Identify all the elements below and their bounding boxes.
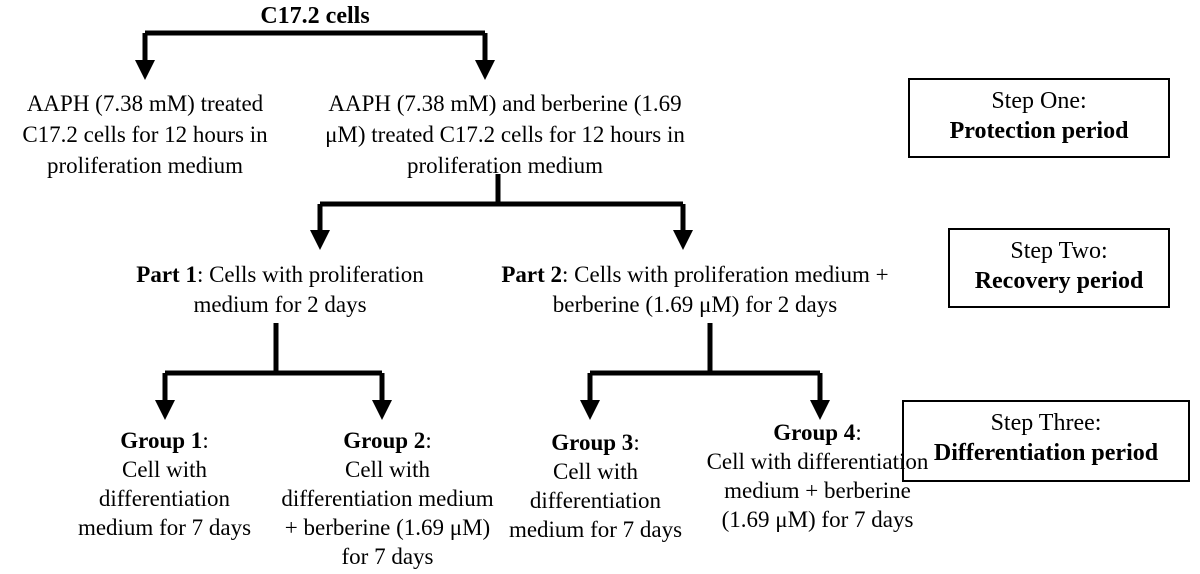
group-4-description: Cell with differentiation medium + berbe… — [706, 449, 929, 532]
treatment-right: AAPH (7.38 mM) and berberine (1.69 μM) t… — [325, 91, 685, 178]
step-two-name: Step Two: — [1010, 238, 1108, 264]
group-4: Group 4: Cell with differentiation mediu… — [706, 420, 929, 532]
step-one-box: Step One: Protection period — [908, 78, 1170, 158]
step-three-name: Step Three: — [990, 410, 1102, 436]
treatment-left: AAPH (7.38 mM) treated C17.2 cells for 1… — [22, 91, 268, 178]
step-three-box: Step Three: Differentiation period — [902, 400, 1190, 482]
group-1-description: Cell with differentiation medium for 7 d… — [77, 457, 252, 540]
group-3: Group 3: Cell with differentiation mediu… — [508, 430, 683, 542]
part-1-text: Part 1: Cells with proliferation medium … — [100, 260, 460, 320]
group-1: Group 1: Cell with differentiation mediu… — [77, 428, 252, 540]
part-2-label: Part 2 — [501, 262, 563, 287]
group-2: Group 2: Cell with differentiation mediu… — [281, 428, 494, 569]
step-two-box: Step Two: Recovery period — [948, 228, 1170, 308]
step-two-period: Recovery period — [974, 268, 1144, 294]
part-1-label: Part 1 — [136, 262, 197, 287]
step-one-name: Step One: — [991, 88, 1087, 114]
group-3-label: Group 3 — [551, 430, 634, 455]
step-one-period: Protection period — [949, 118, 1129, 144]
group-2-label: Group 2 — [343, 428, 426, 453]
part-2-text: Part 2: Cells with proliferation medium … — [470, 260, 920, 320]
group-3-description: Cell with differentiation medium for 7 d… — [508, 459, 683, 542]
step-three-period: Differentiation period — [933, 440, 1159, 466]
group-2-description: Cell with differentiation medium + berbe… — [281, 457, 494, 569]
group-1-label: Group 1 — [120, 428, 203, 453]
part-2-description: : Cells with proliferation medium + berb… — [552, 262, 889, 317]
part-1-description: : Cells with proliferation medium for 2 … — [193, 262, 424, 317]
root-title: C17.2 cells — [260, 3, 370, 29]
group-4-label: Group 4 — [773, 420, 856, 445]
